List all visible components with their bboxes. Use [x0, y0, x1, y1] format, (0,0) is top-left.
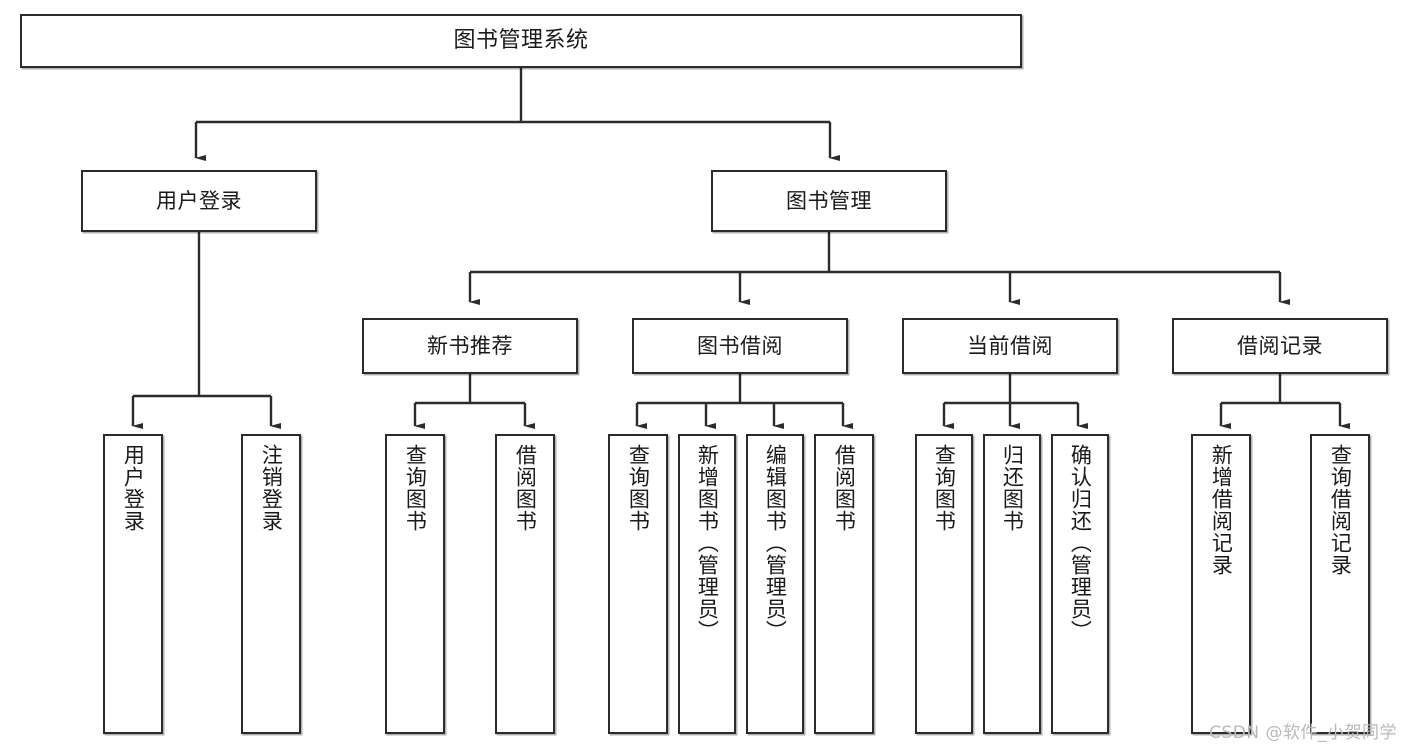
leaf-user-login[interactable]: 用户登录: [103, 434, 163, 734]
leaf-query-books-current[interactable]: 查询图书: [915, 434, 973, 734]
leaf-query-books-recommend[interactable]: 查询图书: [385, 434, 445, 734]
node-label: 查询图书: [403, 444, 428, 532]
node-label: 借阅图书: [832, 444, 857, 532]
node-book-borrow[interactable]: 图书借阅: [632, 318, 848, 374]
node-label: 图书管理系统: [453, 28, 589, 54]
node-label: 查询借阅记录: [1328, 444, 1353, 576]
node-label: 注销登录: [259, 444, 284, 532]
node-borrow-records[interactable]: 借阅记录: [1172, 318, 1388, 374]
node-label: 新增图书（管理员）: [695, 444, 720, 642]
leaf-borrow-books[interactable]: 借阅图书: [814, 434, 874, 734]
node-label: 新增借阅记录: [1209, 444, 1234, 576]
node-root-system[interactable]: 图书管理系统: [20, 14, 1022, 68]
node-label: 借阅记录: [1237, 333, 1323, 358]
node-user-login[interactable]: 用户登录: [81, 170, 317, 232]
node-label: 图书借阅: [697, 333, 783, 358]
node-current-borrow[interactable]: 当前借阅: [902, 318, 1118, 374]
leaf-logout[interactable]: 注销登录: [241, 434, 301, 734]
node-label: 归还图书: [1000, 444, 1025, 532]
leaf-add-book-admin[interactable]: 新增图书（管理员）: [678, 434, 736, 734]
node-book-management[interactable]: 图书管理: [711, 170, 947, 232]
leaf-query-borrow-record[interactable]: 查询借阅记录: [1310, 434, 1370, 734]
leaf-return-books[interactable]: 归还图书: [983, 434, 1041, 734]
node-label: 图书管理: [786, 188, 872, 213]
node-label: 确认归还（管理员）: [1068, 444, 1093, 642]
node-label: 查询图书: [932, 444, 957, 532]
node-label: 借阅图书: [513, 444, 538, 532]
node-label: 用户登录: [121, 444, 146, 532]
node-label: 编辑图书（管理员）: [763, 444, 788, 642]
leaf-add-borrow-record[interactable]: 新增借阅记录: [1191, 434, 1251, 734]
node-label: 用户登录: [156, 188, 242, 213]
leaf-borrow-books-recommend[interactable]: 借阅图书: [495, 434, 555, 734]
watermark-text: CSDN @软件_小贺同学: [1209, 723, 1397, 743]
leaf-edit-book-admin[interactable]: 编辑图书（管理员）: [746, 434, 804, 734]
leaf-query-books-borrow[interactable]: 查询图书: [608, 434, 668, 734]
node-new-book-recommend[interactable]: 新书推荐: [362, 318, 578, 374]
leaf-confirm-return-admin[interactable]: 确认归还（管理员）: [1051, 434, 1109, 734]
node-label: 新书推荐: [427, 333, 513, 358]
node-label: 当前借阅: [967, 333, 1053, 358]
node-label: 查询图书: [626, 444, 651, 532]
